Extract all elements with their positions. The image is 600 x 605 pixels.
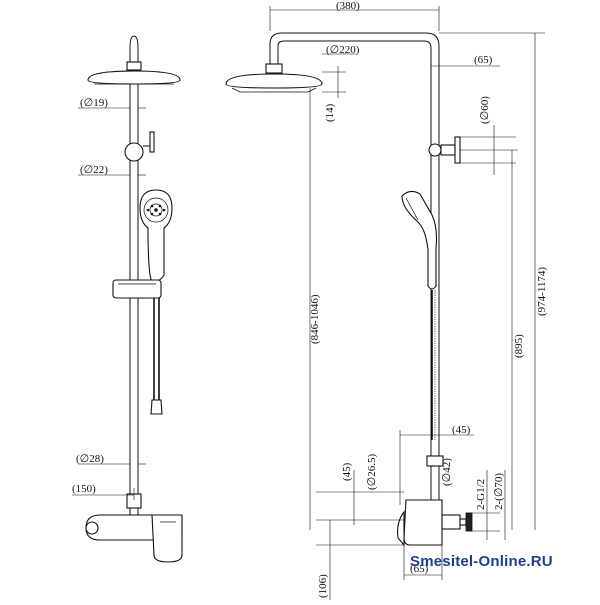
- dim-pipe-height: (895): [513, 334, 525, 358]
- dim-left-45: (45): [341, 462, 353, 481]
- front-mixer-handle: [151, 514, 183, 563]
- side-eccentric: [441, 514, 461, 530]
- dim-dia-19: (∅19): [80, 97, 108, 109]
- side-mixer-body: [403, 499, 443, 546]
- front-slider: [112, 279, 162, 299]
- front-shower-head: [87, 70, 181, 85]
- dim-dia-28: (∅28): [76, 453, 104, 465]
- dim-arm-offset: (65): [474, 54, 493, 66]
- side-hand-shower: [401, 190, 438, 290]
- front-hand-shower: [139, 189, 173, 283]
- dim-knob-dia: (∅60): [479, 96, 491, 124]
- dim-head-thickness: (14): [324, 103, 336, 122]
- dim-bottom-65: (65): [410, 563, 429, 575]
- front-top-tip: [129, 35, 139, 62]
- side-diverter-knob: [454, 136, 461, 164]
- front-diverter-knob: [124, 142, 144, 162]
- dim-head-dia: (∅220): [326, 44, 360, 56]
- dim-pipe-dia-42: (∅42): [441, 458, 453, 486]
- dim-bottom-106: (106): [317, 574, 329, 598]
- dim-top-width: (380): [336, 0, 360, 12]
- dim-nut-dia: (∅26.5): [366, 454, 378, 490]
- dim-pipe-height-range: (846-1046): [309, 294, 321, 344]
- watermark-text: Smesitel-Online.RU: [410, 553, 553, 570]
- dim-mixer-offset: (45): [452, 424, 471, 436]
- front-view: [72, 35, 183, 563]
- dim-spacing-150: (150): [72, 483, 96, 495]
- front-hose-end: [150, 399, 163, 415]
- front-head-nut: [126, 61, 142, 71]
- dim-dia-22: (∅22): [80, 164, 108, 176]
- dim-flange-dia: 2-(∅70): [493, 473, 505, 510]
- side-view: [225, 6, 545, 600]
- side-top-arm: [269, 32, 440, 440]
- side-shower-head: [225, 73, 323, 89]
- dim-thread: 2-G1/2: [475, 479, 487, 510]
- dim-total-height: (974-1174): [536, 267, 548, 316]
